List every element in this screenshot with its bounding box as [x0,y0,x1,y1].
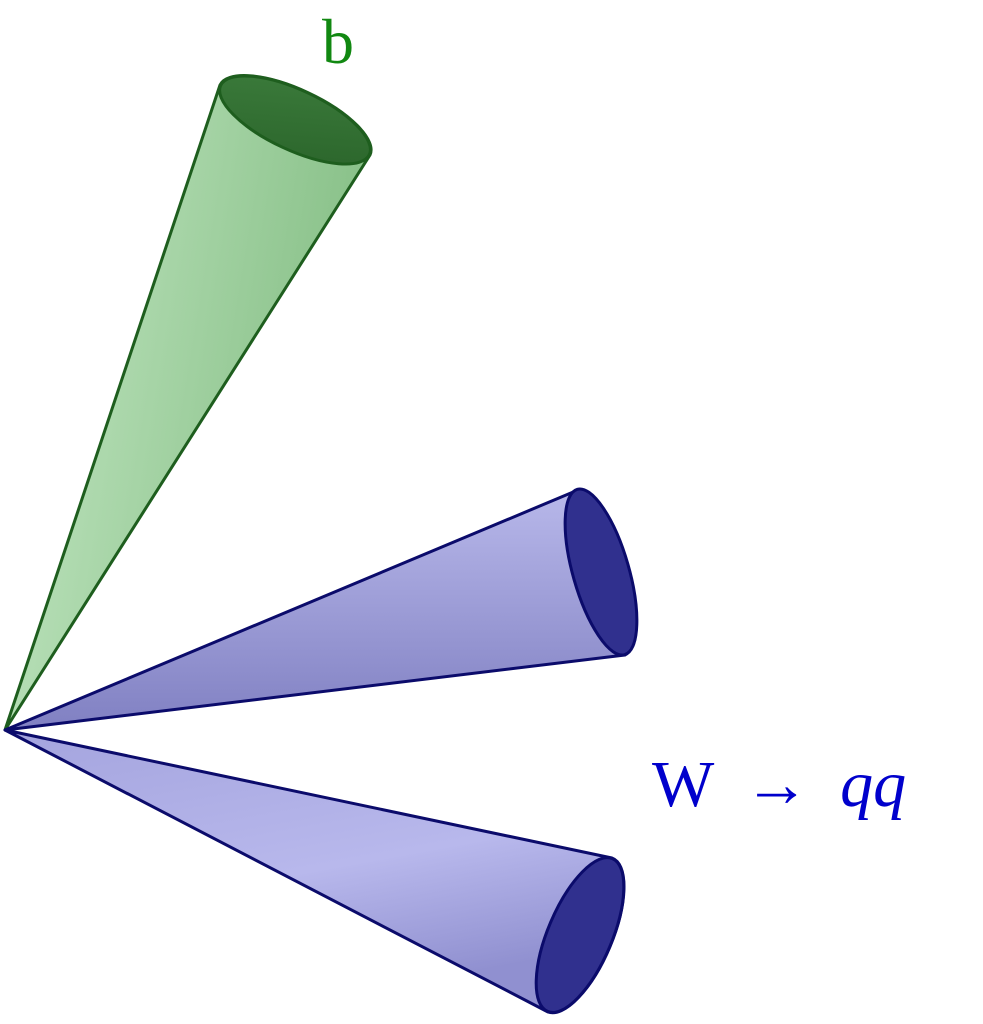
quark-pair-label: qq [840,748,906,821]
b-jet-label: b [322,6,354,77]
lower-jet-cap [534,856,626,1014]
w-decay-label: W → qq [652,748,906,821]
w-quark-jet-cone-lower [3,728,626,1015]
upper-jet-cap [563,487,639,657]
w-boson-label: W [652,748,715,821]
w-quark-jet-cone-upper [3,487,639,732]
b-jet-cone [3,74,373,732]
b-jet-cap [218,74,372,166]
arrow-symbol: → [744,748,810,821]
